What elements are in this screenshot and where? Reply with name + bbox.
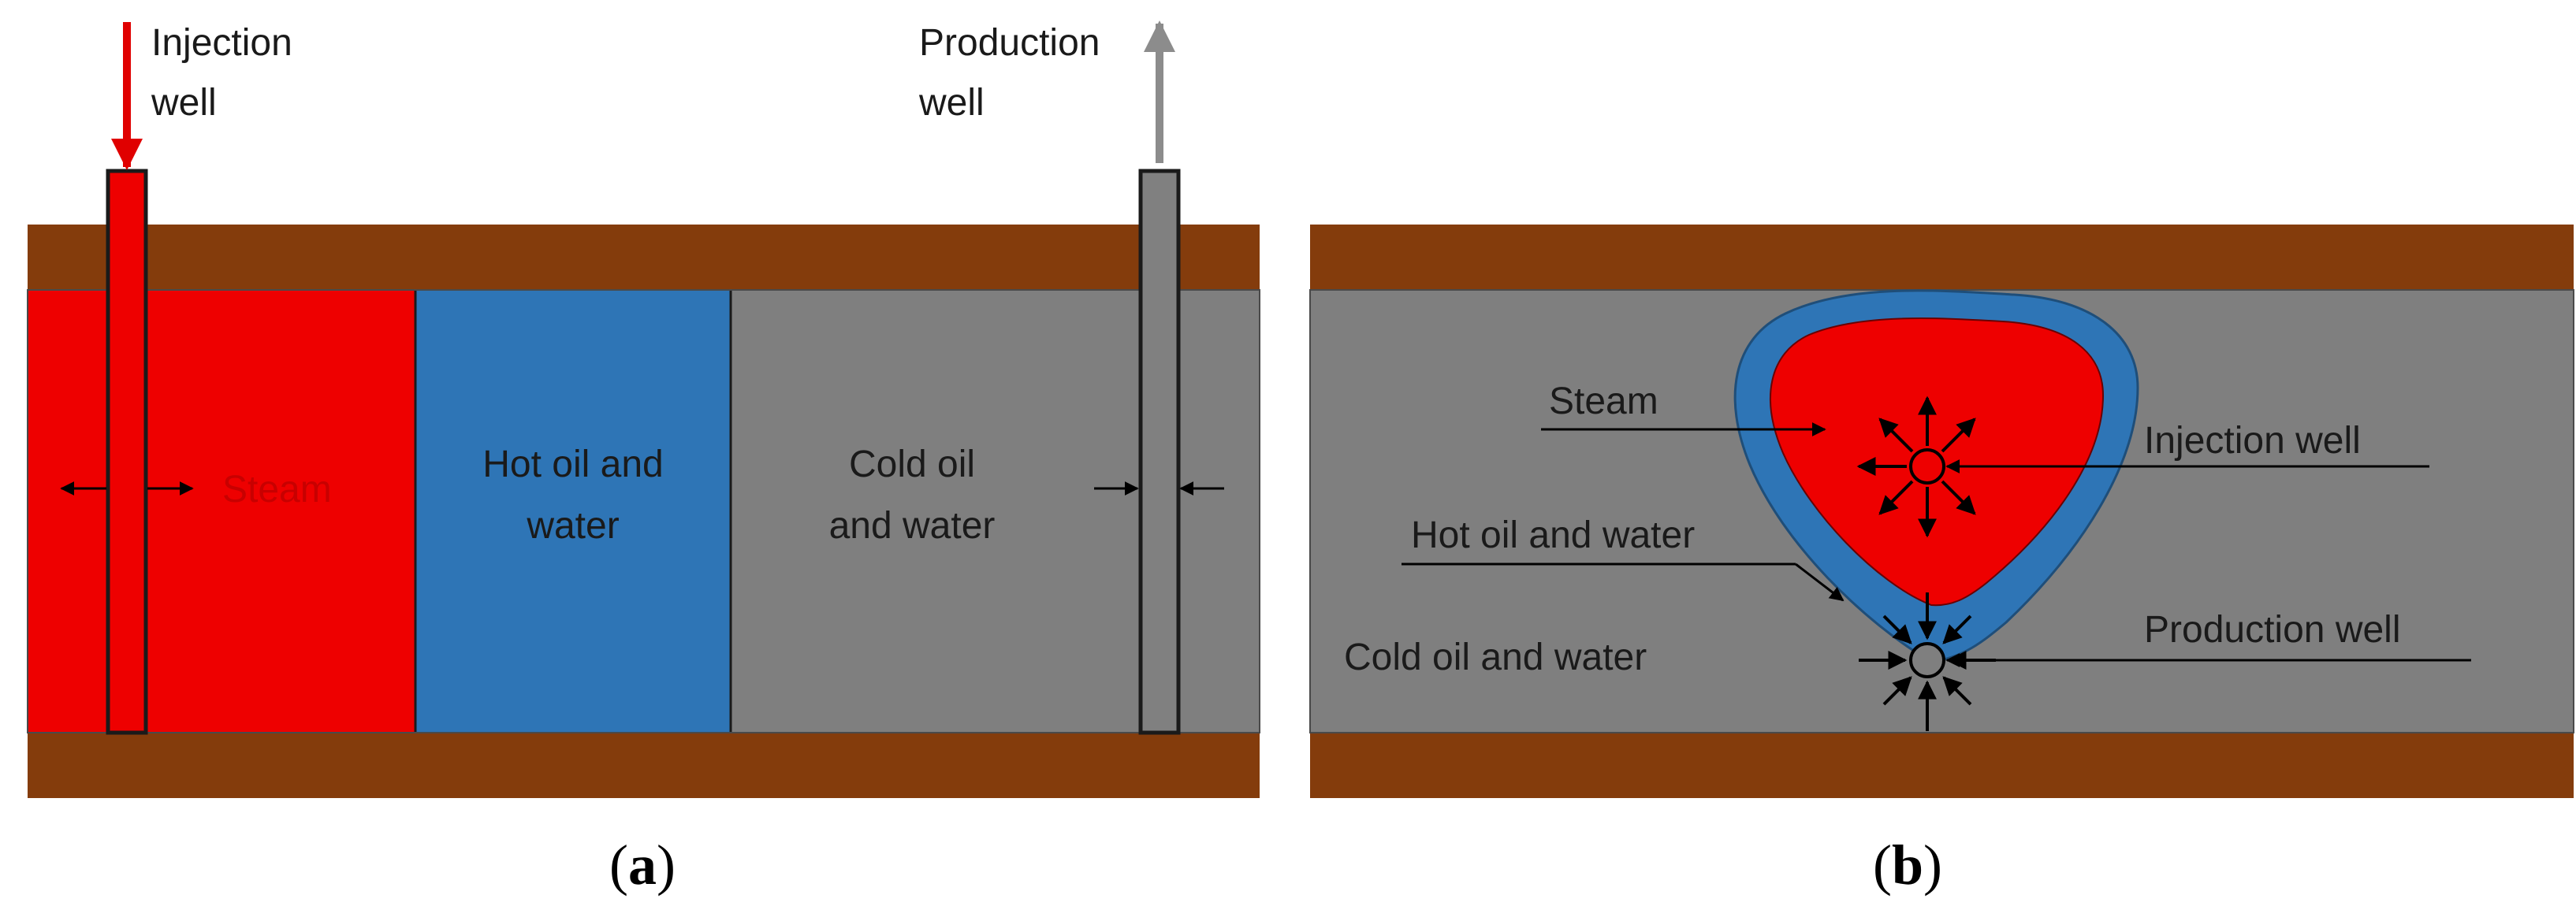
panel-a-caption: (a) bbox=[609, 834, 676, 897]
panel-b-production-inflow-arrows bbox=[1859, 592, 1996, 731]
panel-a-production-well-label-line1: Production bbox=[919, 22, 1100, 64]
panel-a-caption-open: ( bbox=[609, 834, 628, 897]
panel-a-injection-well-label-line2: well bbox=[151, 82, 217, 124]
panel-b-injection-well-label: Injection well bbox=[2144, 420, 2361, 462]
panel-a-reservoir-outline bbox=[27, 289, 1260, 733]
prod-arrow-se bbox=[1942, 676, 1972, 706]
panel-a-production-well-label-line2: well bbox=[918, 82, 985, 124]
panel-a-caption-letter: a bbox=[628, 834, 657, 897]
panel-b-caption-letter: b bbox=[1892, 834, 1923, 897]
panel-a-steam-zone bbox=[28, 290, 415, 733]
panel-b-caption-open: ( bbox=[1873, 834, 1892, 897]
inj-arrow-nw bbox=[1878, 418, 1914, 453]
panel-a-production-tube bbox=[1138, 169, 1181, 735]
panel-b-steam-label: Steam bbox=[1549, 381, 1658, 422]
panel-a-hot-oil-zone bbox=[415, 290, 731, 733]
panel-a-steam-label: Steam bbox=[222, 469, 332, 511]
panel-a-injection-tube bbox=[106, 169, 148, 735]
inj-arrow-ne bbox=[1941, 418, 1976, 453]
panel-b-production-well bbox=[1909, 642, 1945, 678]
panel-b-caption-close: ) bbox=[1923, 834, 1942, 897]
panel-a: Injection well Production well Steam Hot… bbox=[27, 20, 1260, 897]
panel-a-caption-close: ) bbox=[657, 834, 676, 897]
panel-a-bottom-rock bbox=[28, 733, 1260, 798]
inj-arrow-se bbox=[1941, 480, 1976, 515]
prod-arrow-nw bbox=[1882, 615, 1912, 644]
prod-arrow-ne bbox=[1942, 615, 1972, 644]
inj-arrow-sw bbox=[1878, 480, 1914, 515]
panel-a-injection-well-label-line1: Injection bbox=[151, 22, 292, 64]
panel-b-production-well-label: Production well bbox=[2144, 609, 2401, 651]
panel-b-cold-zone-label: Cold oil and water bbox=[1344, 637, 1647, 678]
panel-a-cold-zone-label-line1: Cold oil bbox=[849, 444, 975, 485]
panel-b-top-rock bbox=[1310, 225, 2574, 290]
panel-a-top-rock bbox=[28, 225, 1260, 290]
panel-b-injection-radial-arrows bbox=[1856, 395, 1976, 538]
panel-b-bottom-rock bbox=[1310, 733, 2574, 798]
panel-b-injection-well bbox=[1909, 448, 1945, 485]
panel-b-hot-zone-label: Hot oil and water bbox=[1411, 514, 1695, 556]
panel-b: Steam Injection well Hot oil and water P… bbox=[1309, 225, 2574, 897]
panel-a-cold-zone-label-line2: and water bbox=[829, 505, 996, 547]
panel-a-hot-zone-label-line2: water bbox=[526, 505, 619, 547]
panel-b-caption: (b) bbox=[1873, 834, 1942, 897]
panel-b-hot-oil-leader-d bbox=[1795, 563, 1845, 602]
prod-arrow-sw bbox=[1882, 676, 1912, 706]
panel-a-hot-zone-label-line1: Hot oil and bbox=[482, 444, 663, 485]
